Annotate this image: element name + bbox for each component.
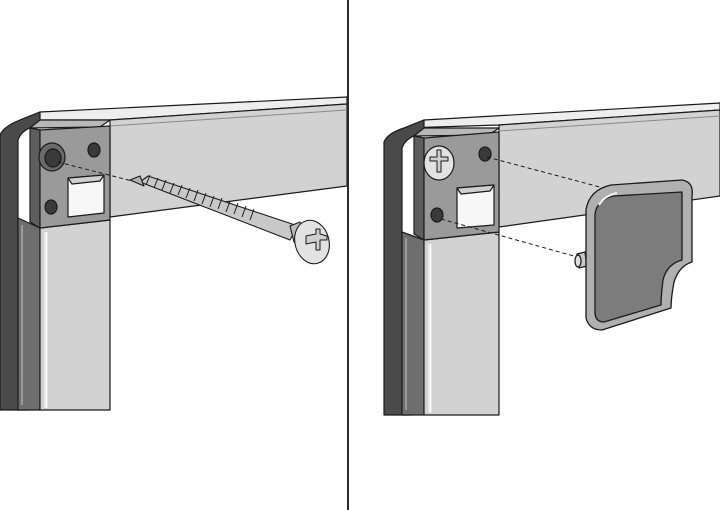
corner-block-side bbox=[413, 135, 425, 241]
vertical-rail-front bbox=[39, 219, 111, 411]
top-rail-front-face bbox=[109, 103, 347, 218]
wood-screw-icon bbox=[129, 174, 330, 265]
screw-tip bbox=[129, 175, 145, 187]
phillips-screw-head-icon bbox=[423, 145, 455, 181]
screw-path-dashed-line bbox=[57, 161, 141, 184]
panel-divider bbox=[347, 0, 349, 510]
step-1-panel bbox=[0, 0, 347, 510]
pin-hole-top bbox=[478, 146, 492, 162]
cap-alignment-dashed-line-top bbox=[486, 156, 612, 191]
pin-hole-bottom bbox=[44, 199, 58, 215]
cap-rim-highlight bbox=[598, 192, 618, 206]
step-1-drawing bbox=[0, 96, 347, 411]
step-2-drawing bbox=[383, 102, 720, 416]
step-2-panel bbox=[349, 0, 720, 510]
corner-block-side bbox=[29, 127, 41, 229]
cap-alignment-dashed-line-bottom bbox=[440, 218, 582, 259]
cap-inner-face bbox=[594, 191, 683, 323]
cover-cap-icon bbox=[574, 179, 693, 331]
pin-hole-top bbox=[87, 142, 101, 158]
pin-hole-bottom bbox=[430, 207, 444, 223]
vertical-rail-front bbox=[423, 231, 500, 416]
phillips-slot bbox=[305, 228, 328, 251]
frame-corner-icon bbox=[383, 102, 720, 416]
screw-thread bbox=[145, 174, 255, 221]
frame-corner-icon bbox=[0, 96, 347, 411]
